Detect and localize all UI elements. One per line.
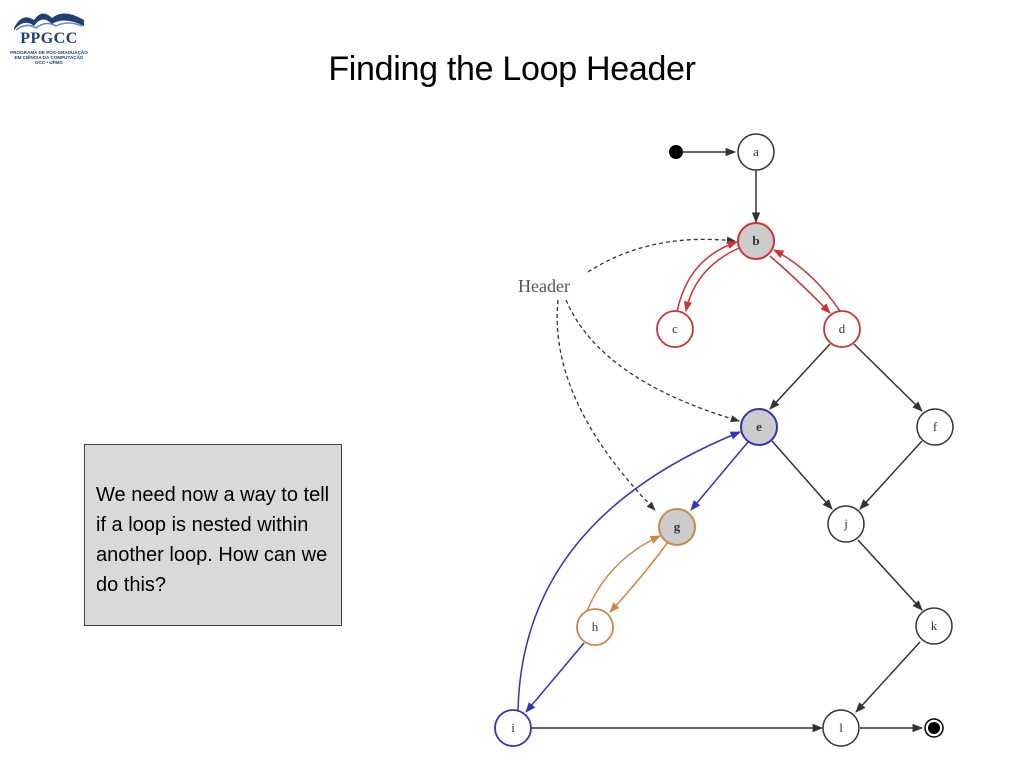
node-label: a bbox=[753, 144, 759, 159]
edge-j-k bbox=[857, 539, 923, 611]
node-f: f bbox=[916, 408, 954, 446]
logo-line-1: PROGRAMA DE PÓS-GRADUAÇÃO bbox=[10, 50, 88, 55]
edge-e-g bbox=[690, 441, 749, 511]
node-label: i bbox=[511, 720, 515, 735]
loop-diagram: Header a b c d e f bbox=[494, 133, 954, 747]
edge-header-e bbox=[565, 299, 740, 423]
node-label: e bbox=[756, 419, 762, 434]
node-h: h bbox=[576, 608, 614, 646]
edge-k-l bbox=[855, 641, 921, 713]
logo-wave-icon bbox=[14, 13, 84, 31]
callout-box: We need now a way to tell if a loop is n… bbox=[84, 444, 342, 626]
logo-line-2: EM CIÊNCIA DA COMPUTAÇÃO bbox=[14, 55, 84, 60]
node-label: f bbox=[933, 419, 938, 434]
edge-b-d bbox=[769, 255, 831, 314]
node-label: c bbox=[672, 321, 678, 336]
node-label: k bbox=[931, 618, 938, 633]
edge-header-b bbox=[587, 236, 736, 273]
start-node bbox=[669, 145, 683, 159]
edge-i-e bbox=[517, 431, 741, 712]
slide-title: Finding the Loop Header bbox=[328, 50, 696, 88]
header-label: Header bbox=[518, 276, 570, 296]
edge-g-h bbox=[609, 541, 669, 613]
node-label: g bbox=[674, 519, 681, 534]
node-e: e bbox=[740, 408, 778, 446]
node-k: k bbox=[915, 607, 953, 645]
node-a: a bbox=[737, 133, 775, 171]
node-label: h bbox=[592, 619, 599, 634]
edge-header-g bbox=[556, 299, 656, 511]
node-label: b bbox=[752, 233, 759, 248]
node-label: j bbox=[843, 516, 848, 531]
end-node-core bbox=[928, 722, 940, 734]
edge-c-b bbox=[676, 240, 738, 313]
logo-line-3: DCC • UFMG bbox=[35, 60, 63, 65]
node-l: l bbox=[822, 709, 860, 747]
node-i: i bbox=[494, 709, 532, 747]
node-label: l bbox=[839, 720, 843, 735]
node-d: d bbox=[823, 310, 861, 348]
node-b: b bbox=[737, 222, 775, 260]
edge-h-i bbox=[525, 642, 585, 713]
callout-text: We need now a way to tell if a loop is n… bbox=[96, 484, 330, 596]
ppgcc-logo: PPGCC PROGRAMA DE PÓS-GRADUAÇÃO EM CIÊNC… bbox=[4, 4, 94, 70]
node-c: c bbox=[656, 310, 694, 348]
node-label: d bbox=[839, 321, 846, 336]
edge-f-j bbox=[859, 440, 923, 510]
edge-d-f bbox=[853, 343, 923, 412]
node-j: j bbox=[827, 505, 865, 543]
logo-name: PPGCC bbox=[20, 30, 78, 47]
edge-b-c bbox=[683, 247, 740, 313]
edge-d-b bbox=[773, 249, 841, 312]
node-g: g bbox=[658, 508, 696, 546]
edge-h-g bbox=[586, 535, 661, 612]
edge-d-e bbox=[769, 343, 831, 410]
edge-e-j bbox=[771, 440, 833, 510]
